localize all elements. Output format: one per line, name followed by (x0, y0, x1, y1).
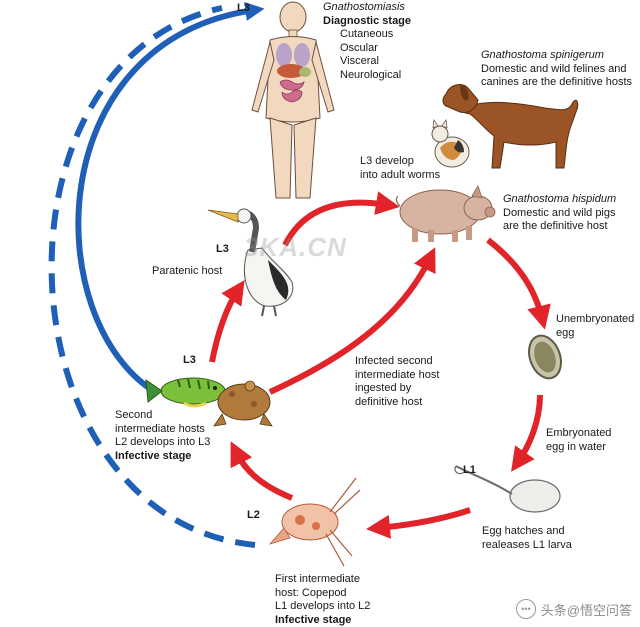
red-arrow-copepod-to-fish (230, 441, 294, 501)
human-title: Gnathostomiasis (323, 1, 405, 13)
unembryonated-egg-label: Unembryonated egg (556, 313, 634, 340)
ingested-line: Infected second (355, 355, 433, 367)
unembryonated-line: egg (556, 326, 575, 339)
first-host-line: host: Copepod (275, 586, 347, 599)
watermark-text: 3KA.CN (244, 232, 347, 262)
stage-label-pelican: L3 (216, 243, 229, 255)
blue-arrow-fish-to-human (75, 1, 265, 395)
pig-illustration (395, 185, 496, 242)
second-host-line: L2 develops into L3 (115, 436, 211, 448)
red-arrow-fish-to-pelican (209, 280, 245, 363)
adult-worms-label: L3 develop into adult worms (360, 155, 440, 182)
ingested-label: Infected second intermediate host ingest… (355, 355, 439, 409)
embryonated-line: Embryonated (546, 427, 612, 439)
second-host-label: Second intermediate hosts L2 develops in… (115, 409, 210, 463)
signature-text: 头条@悟空问答 (540, 602, 632, 618)
red-arrow-embryonated-to-copepod (366, 507, 471, 539)
embryonated-line: egg in water (546, 440, 606, 453)
stage-label-egg: L1 (463, 464, 476, 476)
pig-host-line: Domestic and wild pigs (503, 206, 616, 219)
hatch-label: Egg hatches and realeases L1 larva (482, 525, 572, 552)
hatch-line: realeases L1 larva (482, 538, 572, 551)
embryonated-egg-illustration (454, 465, 561, 513)
signature: ••• 头条@悟空问答 (515, 599, 632, 619)
pig-host-line: are the definitive host (503, 220, 608, 232)
second-host-line: Second (115, 409, 153, 421)
dog-host-species: Gnathostoma spinigerum (481, 49, 604, 61)
hatch-line: Egg hatches and (482, 525, 565, 537)
adult-worms-line: into adult worms (360, 168, 441, 181)
unembryonated-line: Unembryonated (556, 313, 635, 325)
human-diagnostic-label: Gnathostomiasis Diagnostic stage Cutaneo… (323, 1, 411, 82)
red-arrow-pelican-to-pig (282, 191, 400, 247)
ingested-line: definitive host (355, 395, 423, 408)
red-arrow-fish-to-pig (268, 247, 436, 395)
red-arrow-egg-to-embryonated (511, 394, 543, 472)
blue-dashed-arrow-copepod-to-human (48, 5, 256, 548)
first-host-line: L1 develops into L2 (275, 600, 371, 612)
embryonated-egg-label: Embryonated egg in water (546, 427, 611, 454)
human-subtitle: Diagnostic stage (323, 14, 412, 27)
human-item: Cutaneous (340, 28, 394, 40)
human-item: Neurological (340, 68, 402, 81)
second-host-line: intermediate hosts (115, 422, 205, 435)
human-figure (251, 1, 335, 199)
toad-illustration (213, 380, 273, 427)
stage-label-copepod: L2 (247, 509, 260, 521)
human-item: Visceral (340, 55, 379, 67)
pig-host-label: Gnathostoma hispidum Domestic and wild p… (503, 193, 616, 234)
ingested-line: ingested by (355, 382, 412, 394)
unembryonated-egg-illustration (528, 334, 562, 380)
dog-host-line: canines are the definitive hosts (481, 76, 633, 88)
copepod-illustration (268, 477, 361, 567)
dog-host-line: Domestic and wild felines and (481, 62, 627, 75)
stage-label-human: L3 (237, 2, 250, 14)
pelican-illustration (207, 208, 294, 317)
adult-worms-line: L3 develop (360, 155, 414, 167)
first-host-line: First intermediate (275, 573, 360, 585)
dog-host-label: Gnathostoma spinigerum Domestic and wild… (481, 49, 632, 90)
pig-host-species: Gnathostoma hispidum (503, 193, 617, 205)
chat-bubble-icon: ••• (515, 599, 536, 619)
ingested-line: intermediate host (355, 368, 440, 381)
first-host-infective: Infective stage (275, 613, 352, 626)
cat-illustration (431, 118, 470, 168)
first-host-label: First intermediate host: Copepod L1 deve… (275, 573, 370, 627)
stage-label-fish: L3 (183, 354, 196, 366)
human-item: Oscular (340, 41, 378, 54)
second-host-infective: Infective stage (115, 449, 192, 462)
dog-illustration (442, 84, 579, 169)
paratenic-host-label: Paratenic host (152, 265, 223, 277)
red-arrow-pig-to-egg (486, 237, 551, 330)
fish-illustration (145, 377, 226, 408)
